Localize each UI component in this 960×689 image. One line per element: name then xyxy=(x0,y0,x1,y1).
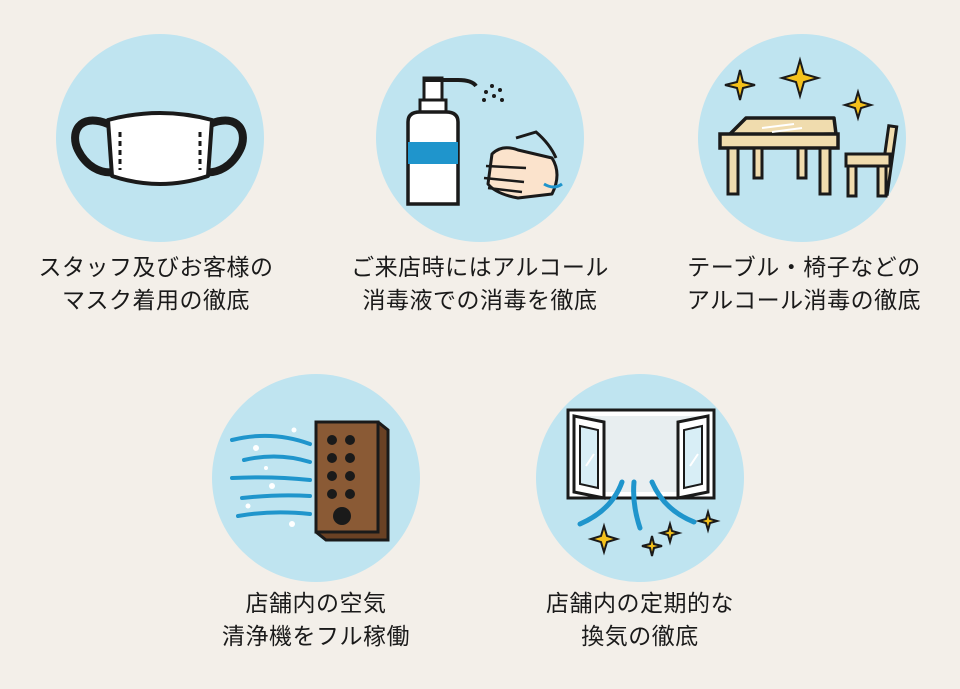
table-circle xyxy=(698,34,906,242)
mask-circle xyxy=(56,34,264,242)
caption-line2: 消毒液での消毒を徹底 xyxy=(362,288,598,314)
caption-line1: ご来店時にはアルコール xyxy=(351,255,609,281)
hand-sanitizer-icon xyxy=(406,76,563,206)
caption-purifier: 店舗内の空気 清浄機をフル稼働 xyxy=(156,588,476,654)
caption-window: 店舗内の定期的な 換気の徹底 xyxy=(480,588,800,654)
caption-sanitizer: ご来店時にはアルコール 消毒液での消毒を徹底 xyxy=(320,252,640,318)
sanitizer-circle xyxy=(376,34,584,242)
face-mask-icon xyxy=(71,111,247,186)
caption-line2: マスク着用の徹底 xyxy=(62,288,250,314)
air-purifier-icon xyxy=(230,420,390,542)
purifier-circle xyxy=(212,374,420,582)
caption-line1: スタッフ及びお客様の xyxy=(38,255,274,281)
caption-line2: アルコール消毒の徹底 xyxy=(686,288,922,314)
caption-mask: スタッフ及びお客様の マスク着用の徹底 xyxy=(0,252,316,318)
open-window-icon xyxy=(566,408,721,557)
window-circle xyxy=(536,374,744,582)
table-chair-icon xyxy=(718,56,899,198)
caption-line2: 清浄機をフル稼働 xyxy=(222,624,410,650)
caption-line1: 店舗内の定期的な xyxy=(546,591,734,617)
caption-line1: 店舗内の空気 xyxy=(245,591,387,617)
caption-line1: テーブル・椅子などの xyxy=(687,255,921,281)
caption-table: テーブル・椅子などの アルコール消毒の徹底 xyxy=(644,252,960,318)
caption-line2: 換気の徹底 xyxy=(581,624,699,650)
